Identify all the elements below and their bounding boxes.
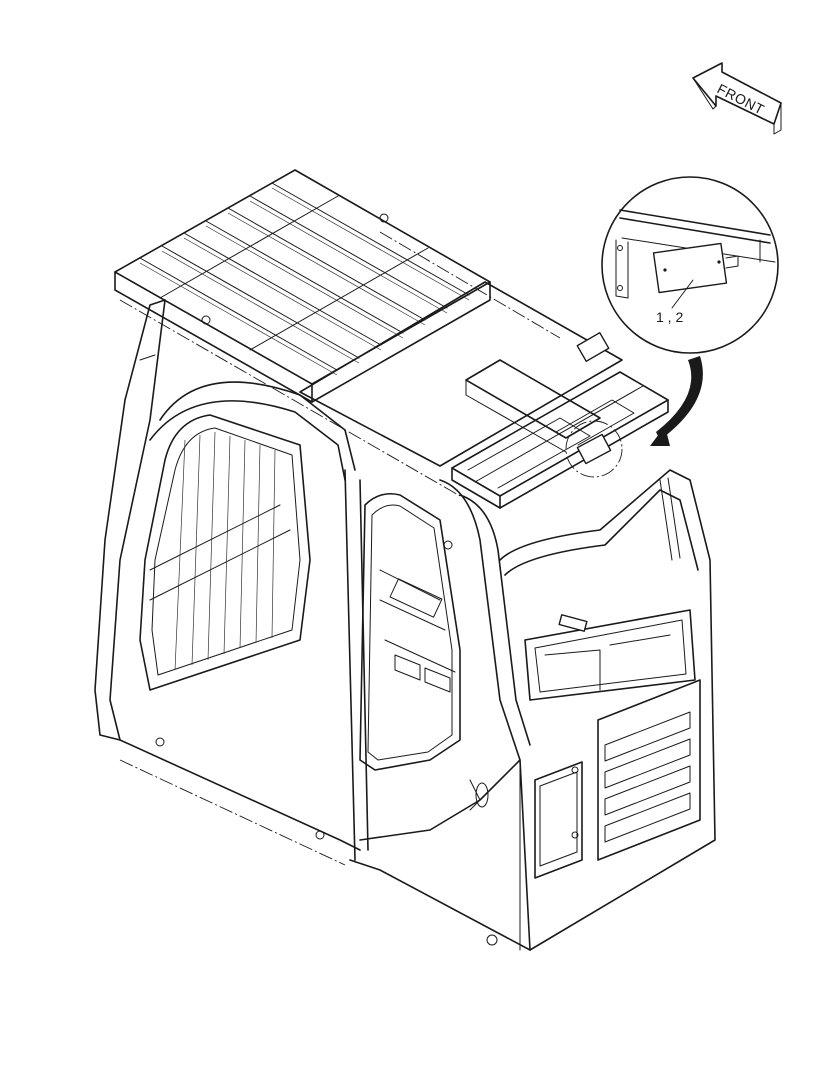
front-direction-arrow: FRONT [692,62,782,135]
cab-roof [119,231,623,497]
decal-plate [652,242,728,294]
side-vent [597,679,701,861]
roof-guard [114,169,491,403]
rear-roof-frame [451,359,669,509]
cab-body [94,299,716,951]
decal-location-marker [565,420,623,478]
leader-arrow [650,356,703,446]
part-number-label: 1 , 2 [656,309,683,325]
detail-callout: 1 , 2 [601,176,779,354]
